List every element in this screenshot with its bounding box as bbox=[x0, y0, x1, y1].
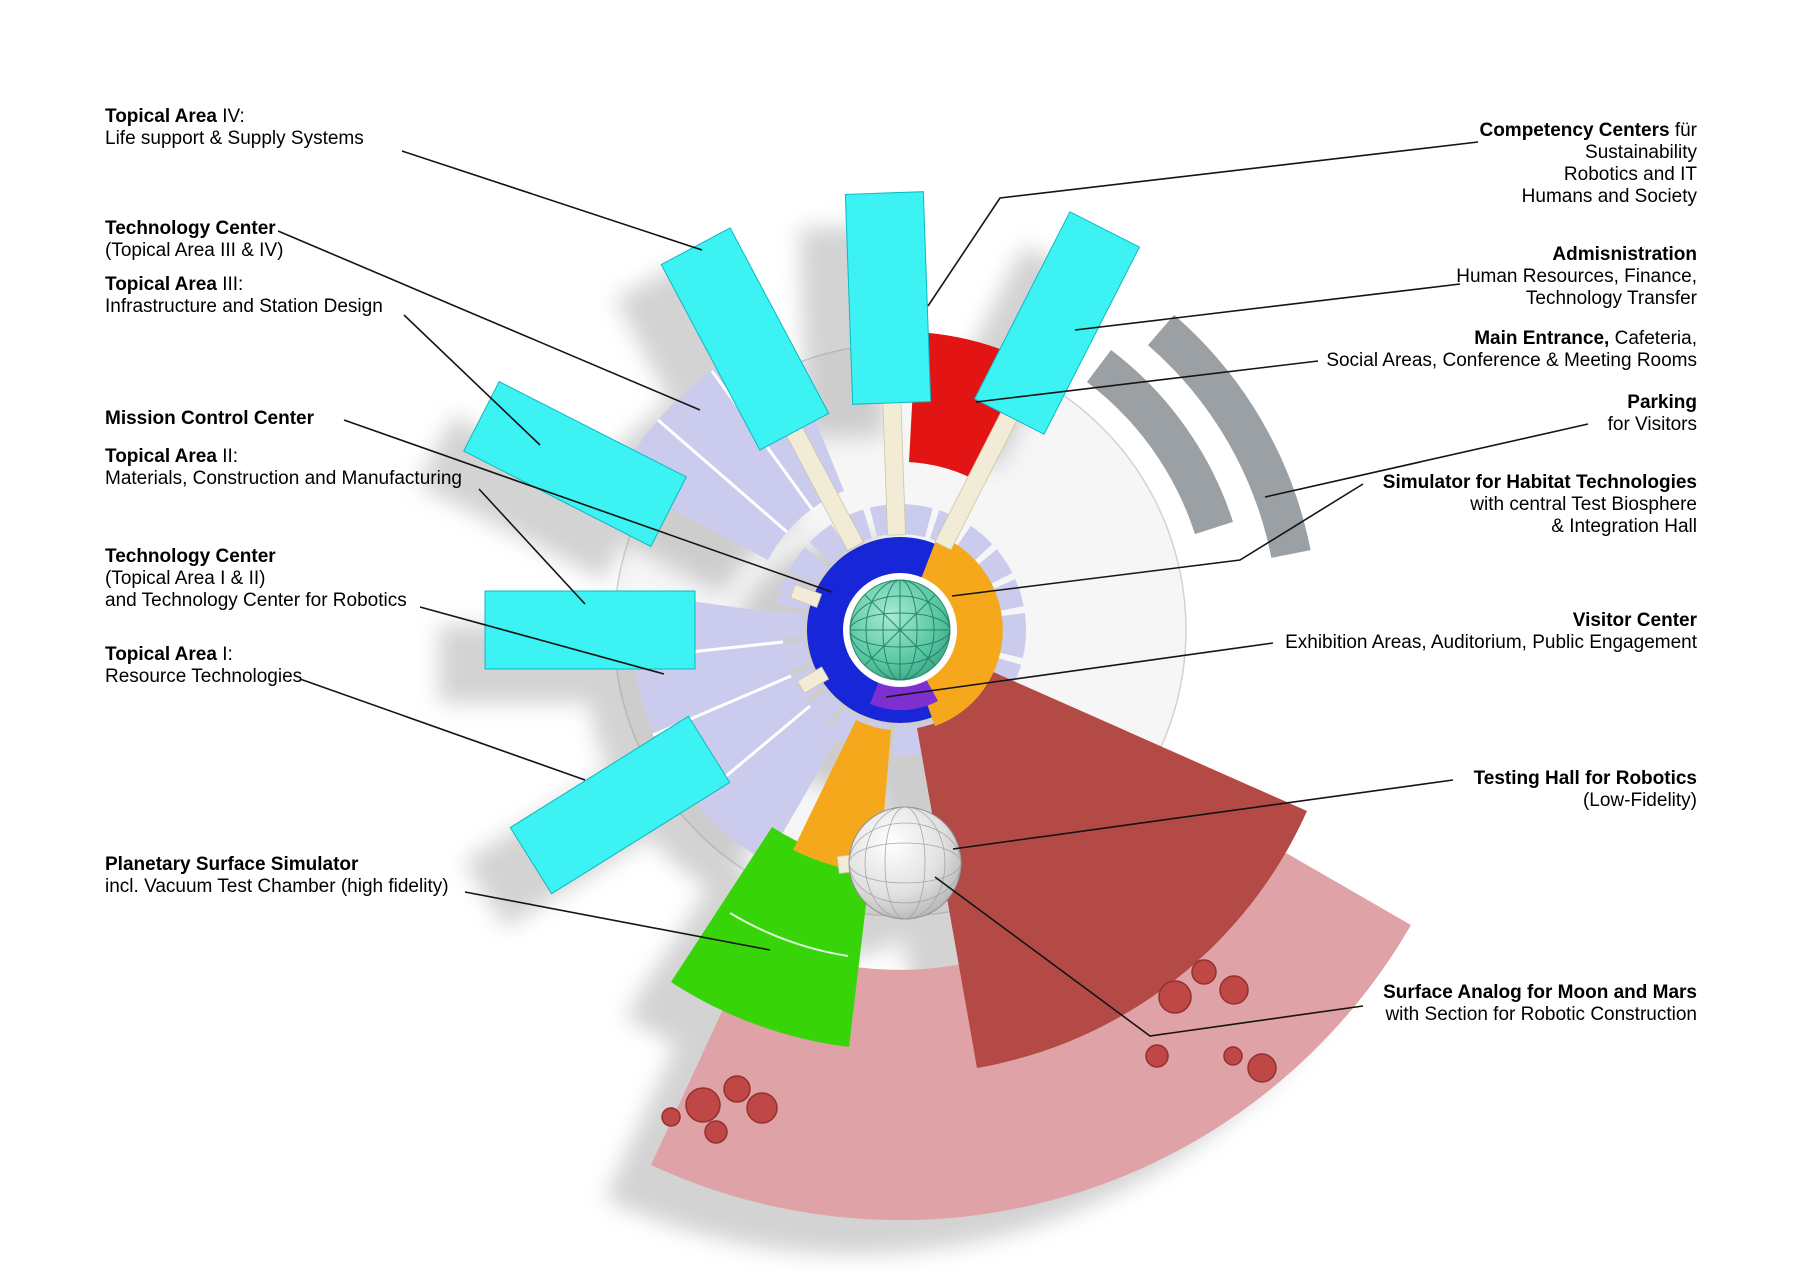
label-title: Technology Center bbox=[105, 546, 276, 567]
habitat-simulator-ring-top bbox=[919, 535, 1003, 726]
label-sub: Technology Transfer bbox=[1525, 288, 1697, 309]
label-technology-center-1-2: Technology Center (Topical Area I & II) … bbox=[105, 546, 407, 612]
label-sub: Sustainability bbox=[1585, 142, 1697, 163]
leader-technology-center-1-2 bbox=[419, 606, 665, 675]
cyan-buildings bbox=[463, 191, 1141, 895]
core-tab-south bbox=[796, 666, 830, 694]
building-topical-area-3 bbox=[463, 380, 687, 548]
leader-planetary-simulator bbox=[464, 891, 771, 951]
label-testing-hall: Testing Hall for Robotics (Low-Fidelity) bbox=[1474, 768, 1697, 812]
leader-topical-area-2 bbox=[478, 488, 586, 605]
label-title: Admisnistration bbox=[1552, 244, 1697, 265]
surface-analog-inner-sector bbox=[917, 671, 1307, 1068]
label-sub: Exhibition Areas, Auditorium, Public Eng… bbox=[1285, 632, 1697, 653]
label-sub: Resource Technologies bbox=[105, 666, 303, 687]
label-title: Topical Area IV: bbox=[105, 106, 245, 127]
label-technology-center-3-4: Technology Center (Topical Area III & IV… bbox=[105, 218, 283, 262]
label-sub: & Integration Hall bbox=[1551, 516, 1697, 537]
label-title: Technology Center bbox=[105, 218, 276, 239]
building-administration bbox=[973, 211, 1141, 435]
label-administration: Admisnistration Human Resources, Finance… bbox=[1456, 244, 1697, 310]
boulder-cluster-left bbox=[661, 1075, 778, 1144]
label-sub: Life support & Supply Systems bbox=[105, 128, 364, 149]
leader-lines bbox=[277, 141, 1589, 1037]
label-sub: with Section for Robotic Construction bbox=[1385, 1004, 1697, 1025]
parking-arc-outer bbox=[1147, 314, 1311, 559]
label-sub: (Topical Area I & II) bbox=[105, 568, 266, 589]
leader-visitor-center bbox=[885, 642, 1274, 698]
label-competency-centers: Competency Centers für Sustainability Ro… bbox=[1479, 120, 1697, 208]
leader-competency-centers bbox=[927, 141, 1479, 307]
core-tab-west bbox=[789, 584, 823, 608]
leader-testing-hall bbox=[952, 779, 1454, 850]
label-title: Main Entrance, Cafeteria, bbox=[1474, 328, 1697, 349]
leader-technology-center-3-4 bbox=[277, 230, 701, 411]
leader-parking bbox=[1264, 423, 1589, 498]
leader-surface-analog bbox=[934, 876, 1364, 1037]
label-sub: (Topical Area III & IV) bbox=[105, 240, 284, 261]
leader-mission-control bbox=[343, 419, 833, 593]
leader-administration bbox=[1074, 283, 1461, 331]
label-title: Surface Analog for Moon and Mars bbox=[1383, 982, 1697, 1003]
label-sub: and Technology Center for Robotics bbox=[105, 590, 407, 611]
parking-area bbox=[1086, 314, 1311, 559]
label-sub: Humans and Society bbox=[1521, 186, 1697, 207]
label-topical-area-2: Topical Area II: Materials, Construction… bbox=[105, 446, 462, 490]
label-title: Planetary Surface Simulator bbox=[105, 854, 359, 875]
label-topical-area-4: Topical Area IV: Life support & Supply S… bbox=[105, 106, 364, 150]
inner-ring-segments bbox=[774, 504, 1026, 756]
label-main-entrance: Main Entrance, Cafeteria, Social Areas, … bbox=[1326, 328, 1697, 372]
leader-main-entrance bbox=[975, 360, 1319, 403]
label-sub: Materials, Construction and Manufacturin… bbox=[105, 468, 462, 489]
sphere-wireframe bbox=[848, 806, 962, 920]
parking-arc-inner bbox=[1086, 350, 1234, 535]
label-title: Parking bbox=[1627, 392, 1697, 413]
label-title: Mission Control Center bbox=[105, 408, 315, 429]
building-topical-area-2 bbox=[484, 590, 696, 670]
label-sub: with central Test Biosphere bbox=[1470, 494, 1697, 515]
label-sub: Robotics and IT bbox=[1563, 164, 1697, 185]
label-parking: Parking for Visitors bbox=[1608, 392, 1697, 436]
label-title: Simulator for Habitat Technologies bbox=[1382, 472, 1697, 493]
building-topical-area-4 bbox=[660, 227, 830, 451]
label-sub: Social Areas, Conference & Meeting Rooms bbox=[1326, 350, 1697, 371]
label-topical-area-3: Topical Area III: Infrastructure and Sta… bbox=[105, 274, 383, 318]
label-sub: Human Resources, Finance, bbox=[1456, 266, 1697, 287]
label-topical-area-1: Topical Area I: Resource Technologies bbox=[105, 644, 302, 688]
planetary-surface-simulator bbox=[671, 827, 871, 1047]
label-visitor-center: Visitor Center Exhibition Areas, Auditor… bbox=[1285, 610, 1697, 654]
boulder-cluster-right bbox=[1145, 959, 1277, 1083]
label-sub: incl. Vacuum Test Chamber (high fidelity… bbox=[105, 876, 449, 897]
simulator-divider bbox=[729, 912, 849, 957]
label-title: Competency Centers für bbox=[1479, 120, 1697, 141]
label-title: Testing Hall for Robotics bbox=[1473, 768, 1697, 789]
label-title: Visitor Center bbox=[1572, 610, 1697, 631]
label-mission-control: Mission Control Center bbox=[105, 408, 314, 430]
leader-topical-area-4 bbox=[401, 150, 703, 251]
leader-topical-area-1 bbox=[299, 678, 586, 781]
biosphere-wireframe bbox=[849, 579, 951, 681]
label-habitat-simulator: Simulator for Habitat Technologies with … bbox=[1383, 472, 1697, 538]
building-topical-area-1 bbox=[509, 715, 731, 895]
boulder-clusters bbox=[661, 959, 1277, 1144]
building-competency-centers bbox=[844, 191, 932, 405]
label-sub: Infrastructure and Station Design bbox=[105, 296, 383, 317]
label-title: Topical Area I: bbox=[105, 644, 233, 665]
label-planetary-simulator: Planetary Surface Simulator incl. Vacuum… bbox=[105, 854, 449, 898]
label-title: Topical Area II: bbox=[105, 446, 239, 467]
label-sub: for Visitors bbox=[1607, 414, 1697, 435]
leader-habitat-simulator bbox=[951, 483, 1364, 597]
testing-hall-sphere bbox=[848, 806, 962, 920]
label-surface-analog: Surface Analog for Moon and Mars with Se… bbox=[1383, 982, 1697, 1026]
label-sub: (Low-Fidelity) bbox=[1582, 790, 1697, 811]
leader-topical-area-3 bbox=[403, 314, 541, 446]
label-title: Topical Area III: bbox=[105, 274, 244, 295]
